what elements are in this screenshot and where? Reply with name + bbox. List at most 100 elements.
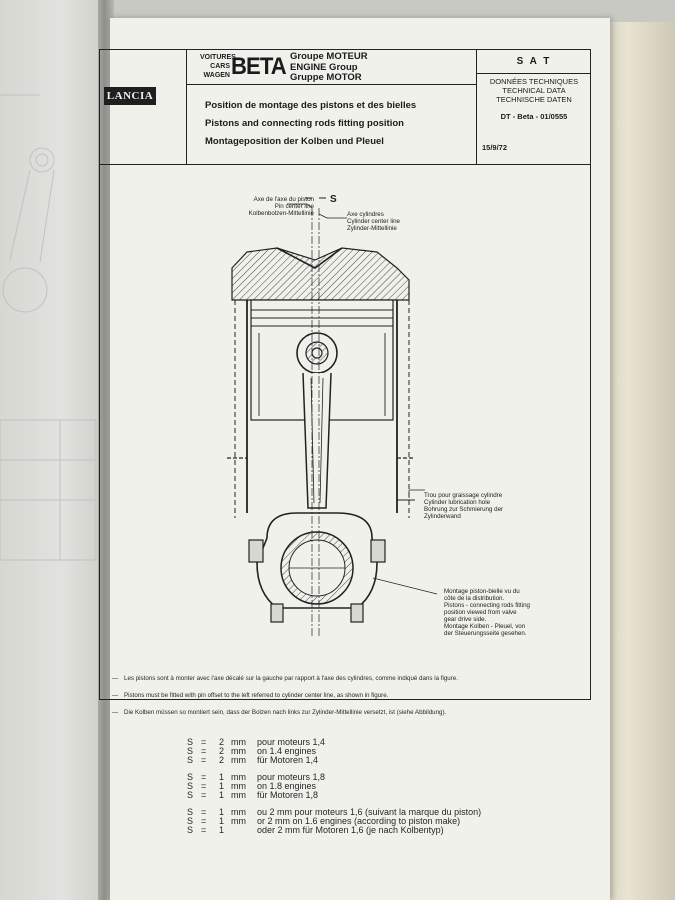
- facing-page-ghost-drawing: [0, 94, 97, 561]
- assembly-view-label: Montage piston-bielle vu du côte de la d…: [444, 588, 584, 637]
- spec-equals: =: [201, 746, 207, 756]
- spec-description: on 1.8 engines: [257, 781, 317, 791]
- note-fr-text: Les pistons sont à monter avec l'axe déc…: [124, 675, 458, 682]
- view-fr-1: Montage piston-bielle vu du: [444, 588, 520, 595]
- spec-equals: =: [201, 737, 207, 747]
- title-en: Pistons and connecting rods fitting posi…: [205, 118, 404, 129]
- spec-unit: mm: [231, 790, 246, 800]
- spec-description: für Motoren 1,8: [257, 790, 319, 800]
- group-fr: Groupe MOTEUR: [290, 51, 368, 62]
- lube-hole-de: Bohrung zur Schmierung der: [424, 506, 504, 513]
- lube-hole-fr: Trou pour graissage cylindre: [424, 492, 503, 499]
- technical-data: DONNÉES TECHNIQUES TECHNICAL DATA TECHNI…: [477, 77, 591, 104]
- spec-description: or 2 mm on 1.6 engines (according to pis…: [257, 816, 461, 826]
- drawing-frame: [99, 49, 591, 700]
- spec-value: 1: [219, 807, 225, 817]
- pin-axis-fr: Axe de l'axe du piston: [253, 196, 314, 203]
- spec-row: S = 1 mm für Motoren 1,8: [187, 791, 507, 800]
- cylinder-head: [231, 247, 410, 301]
- spec-value: 1: [219, 790, 225, 800]
- lubrication-hole-label: Trou pour graissage cylindre Cylinder lu…: [424, 492, 564, 520]
- spec-unit: mm: [231, 737, 246, 747]
- pin-axis-en: Pin center line: [274, 203, 314, 210]
- spec-value: 2: [219, 746, 225, 756]
- view-fr-2: côte de la distribution.: [444, 595, 505, 602]
- spec-symbol: S: [187, 807, 194, 817]
- pin-center-line-label: Axe de l'axe du piston Pin center line K…: [214, 196, 314, 217]
- connecting-rod: [302, 372, 332, 509]
- spec-description: oder 2 mm für Motoren 1,6 (je nach Kolbe…: [257, 825, 444, 835]
- spec-symbol: S: [187, 790, 194, 800]
- view-de-2: der Steuerungsseite gesehen.: [444, 630, 527, 637]
- spec-description: pour moteurs 1,4: [257, 737, 326, 747]
- facing-page: [0, 0, 104, 900]
- cyl-axis-de: Zylinder-Mittellinie: [347, 225, 397, 232]
- spec-symbol: S: [187, 746, 194, 756]
- spec-value: 2: [219, 755, 225, 765]
- note-de: —Die Kolben müssen so montiert sein, das…: [112, 709, 447, 716]
- model-name: BETA: [231, 53, 287, 80]
- offset-s-label: S: [330, 194, 337, 205]
- note-de-text: Die Kolben müssen so montiert sein, dass…: [124, 709, 447, 716]
- spec-symbol: S: [187, 737, 194, 747]
- vehicle-type-en: CARS: [210, 63, 230, 70]
- header-ref-cell: [477, 49, 591, 165]
- header-separator: [187, 84, 477, 85]
- spec-description: pour moteurs 1,8: [257, 772, 326, 782]
- sat-rule: [477, 73, 591, 74]
- spec-description: für Motoren 1,4: [257, 755, 319, 765]
- view-en-3: gear drive side.: [444, 616, 487, 623]
- sat-label: S A T: [516, 56, 552, 67]
- spec-description: ou 2 mm pour moteurs 1,6 (suivant la mar…: [257, 807, 482, 817]
- spec-unit: mm: [231, 781, 246, 791]
- spec-symbol: S: [187, 816, 194, 826]
- title-fr: Position de montage des pistons et des b…: [205, 100, 417, 111]
- title-de: Montageposition der Kolben und Pleuel: [205, 136, 384, 147]
- page-title: Position de montage des pistons et des b…: [205, 97, 416, 151]
- cyl-axis-en: Cylinder center line: [347, 218, 400, 225]
- spec-row: S = 2 mm für Motoren 1,4: [187, 756, 507, 765]
- spec-equals: =: [201, 790, 207, 800]
- pin-axis-de: Kolbenbolzen-Mittellinie: [248, 210, 314, 217]
- spec-group: S = 1 mm ou 2 mm pour moteurs 1,6 (suivant l…: [187, 808, 507, 835]
- spec-value: 2: [219, 737, 225, 747]
- spec-row: S = 1 mm ou 2 mm pour moteurs 1,6 (suivant l…: [187, 808, 507, 817]
- spec-row: S = 2 mm pour moteurs 1,4: [187, 738, 507, 747]
- spec-unit: mm: [231, 755, 246, 765]
- cylinder-center-line-label: Axe cylindres Cylinder center line Zylin…: [347, 211, 447, 232]
- spec-value: 1: [219, 825, 225, 835]
- spec-unit: mm: [231, 807, 246, 817]
- spec-equals: =: [201, 781, 207, 791]
- document-date: 15/9/72: [482, 143, 508, 152]
- spec-equals: =: [201, 825, 207, 835]
- piston-rod-diagram: [227, 197, 438, 638]
- spec-equals: =: [201, 772, 207, 782]
- spec-equals: =: [201, 755, 207, 765]
- lube-hole-de-2: Zylinderwand: [424, 513, 461, 520]
- spec-unit: mm: [231, 816, 246, 826]
- spec-row: S = 1 mm or 2 mm on 1.6 engines (according t…: [187, 817, 507, 826]
- view-de-1: Montage Kolben - Pleuel, von: [444, 623, 526, 630]
- spec-symbol: S: [187, 772, 194, 782]
- fitting-notes: —Les pistons sont à monter avec l'axe dé…: [112, 670, 582, 721]
- view-en-2: position viewed from valve: [444, 609, 517, 616]
- spec-value: 1: [219, 816, 225, 826]
- tech-data-en: TECHNICAL DATA: [502, 86, 566, 95]
- tech-data-de: TECHNISCHE DATEN: [496, 95, 572, 104]
- spec-description: on 1.4 engines: [257, 746, 317, 756]
- lube-hole-en: Cylinder lubrication hole: [424, 499, 491, 506]
- lancia-logo: LANCIA: [104, 87, 156, 105]
- document-page: [110, 18, 610, 900]
- spec-symbol: S: [187, 755, 194, 765]
- header-title-cell: [187, 49, 477, 165]
- spec-value: 1: [219, 772, 225, 782]
- spec-equals: =: [201, 807, 207, 817]
- spec-equals: =: [201, 816, 207, 826]
- tech-data-fr: DONNÉES TECHNIQUES: [489, 77, 579, 86]
- note-en: —Pistons must be fitted with pin offset …: [112, 692, 389, 699]
